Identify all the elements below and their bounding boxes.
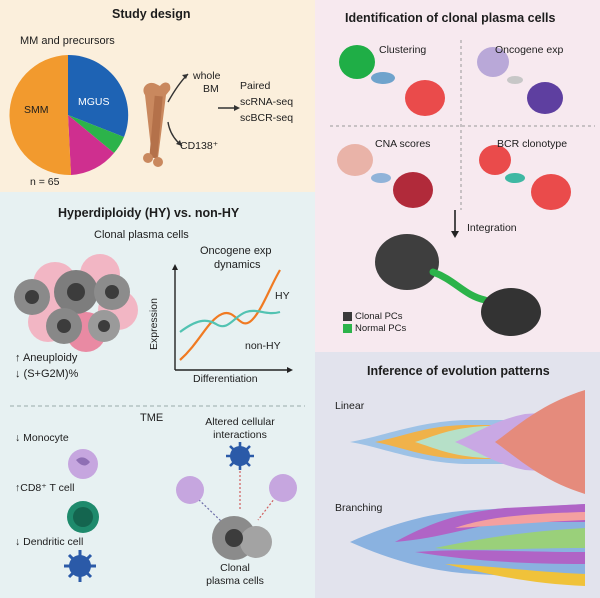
cd8-label: ↑CD8⁺ T cell: [15, 482, 75, 494]
cd138-label: CD138⁺: [180, 140, 219, 152]
linear-fish-plot: [350, 390, 585, 494]
cd8-t-cell-icon: [67, 501, 99, 533]
integration-label: Integration: [467, 222, 517, 234]
study-design-graphics: [9, 54, 240, 176]
branching-label: Branching: [335, 502, 383, 514]
study-design-title: Study design: [112, 7, 191, 21]
scbcr-label: scBCR-seq: [240, 112, 294, 124]
cna-scores-label: CNA scores: [375, 138, 431, 150]
bone-icon: [143, 82, 171, 167]
monocyte-icon: [68, 449, 98, 479]
hyperdiploidy-subtitle: Clonal plasma cells: [94, 229, 189, 241]
chart-x-label: Differentiation: [193, 373, 258, 385]
clonal-identification-panel: Identification of clonal plasma cells: [315, 0, 600, 352]
pie-slice-mgus: [68, 54, 129, 138]
non-hy-series-label: non-HY: [245, 340, 281, 352]
legend-swatch-clonal: [343, 312, 352, 321]
dendritic-label: ↓ Dendritic cell: [15, 536, 84, 548]
integrated-umap: [375, 234, 541, 336]
aneuploidy-label: ↑ Aneuploidy: [15, 352, 78, 364]
legend-swatch-normal: [343, 324, 352, 333]
whole-bm-label-2: BM: [203, 83, 219, 95]
pie-slice-smm: [9, 55, 71, 176]
branching-fish-plot: [350, 504, 585, 586]
tme-title: TME: [140, 412, 164, 424]
oncogene-exp-label: Oncogene exp: [495, 44, 564, 56]
non-hy-curve: [179, 309, 281, 333]
clonal-identification-title: Identification of clonal plasma cells: [345, 11, 556, 25]
cohort-label: MM and precursors: [20, 35, 115, 47]
monocyte-label: ↓ Monocyte: [15, 432, 69, 444]
cna-scores-umap: [337, 144, 433, 208]
clustering-umap: [339, 45, 445, 116]
n-label: n = 65: [30, 176, 60, 188]
oncogene-exp-umap: [477, 47, 563, 114]
altered-label-1: Altered cellular: [205, 416, 275, 428]
interaction-network: [176, 442, 297, 560]
clustering-label: Clustering: [379, 44, 427, 56]
paired-label: Paired: [240, 80, 271, 92]
chart-y-label: Expression: [148, 298, 160, 350]
evolution-title: Inference of evolution patterns: [367, 364, 550, 378]
mgus-label: MGUS: [78, 96, 110, 108]
hyperdiploidy-graphics: [10, 254, 305, 582]
evolution-panel: Inference of evolution patterns Linear B…: [315, 352, 600, 598]
hyperdiploidy-title: Hyperdiploidy (HY) vs. non-HY: [58, 206, 240, 220]
s-g2m-label: ↓ (S+G2M)%: [15, 368, 79, 380]
legend-normal-label: Normal PCs: [355, 323, 407, 334]
altered-label-2: interactions: [213, 429, 267, 441]
clonal-pc-label-1: Clonal: [220, 562, 250, 574]
smm-label: SMM: [24, 104, 49, 116]
linear-label: Linear: [335, 400, 365, 412]
pie-slice-green: [68, 115, 124, 153]
legend-clonal-label: Clonal PCs: [355, 311, 403, 322]
bcr-clonotype-umap: [479, 145, 571, 210]
chart-title-1: Oncogene exp: [200, 245, 272, 257]
bcr-clonotype-label: BCR clonotype: [497, 138, 568, 150]
clonal-cell-cluster-icon: [14, 254, 138, 352]
clonal-pc-label-2: plasma cells: [206, 575, 264, 587]
hy-series-label: HY: [275, 290, 290, 302]
study-design-panel: Study design MM and precursors MGUS: [0, 0, 315, 192]
scrna-label: scRNA-seq: [240, 96, 294, 108]
dendritic-cell-icon: [64, 550, 96, 582]
evolution-graphics: [350, 390, 585, 586]
chart-title-2: dynamics: [214, 259, 261, 271]
clonal-identification-graphics: [330, 40, 595, 336]
arrow-to-whole-bm: [167, 73, 189, 103]
whole-bm-label-1: whole: [193, 70, 221, 82]
hyperdiploidy-panel: Hyperdiploidy (HY) vs. non-HY Clonal pla…: [0, 192, 315, 598]
pie-slice-magenta: [68, 115, 114, 175]
